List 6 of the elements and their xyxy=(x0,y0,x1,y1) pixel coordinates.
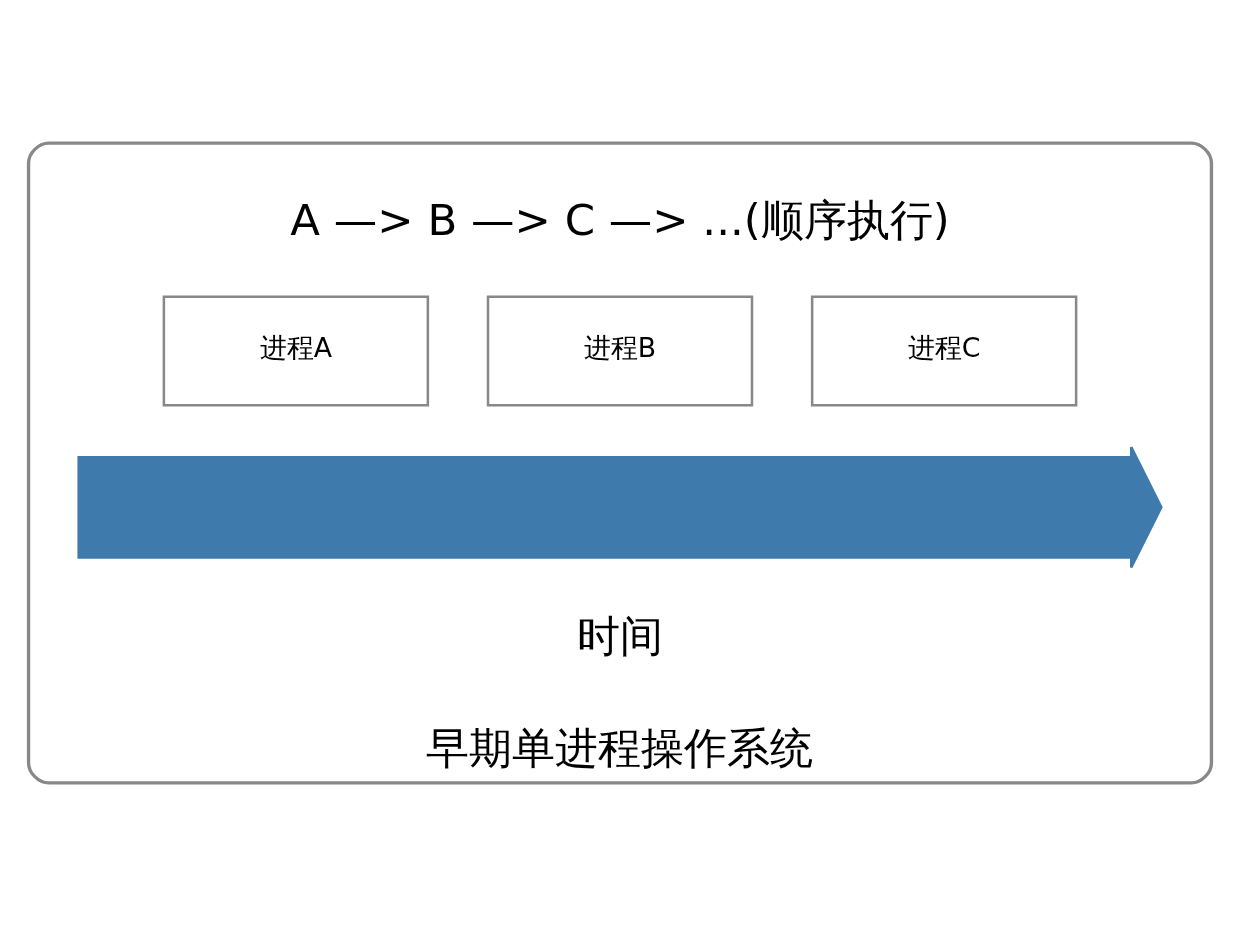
node-box: 进程B xyxy=(486,295,754,407)
label: A —> B —> C —> ...(顺序执行) xyxy=(290,194,950,245)
node-box: 进程C xyxy=(810,295,1078,407)
label: 时间 xyxy=(577,610,663,661)
node-box: 进程A xyxy=(162,295,430,407)
node-arrow xyxy=(77,445,1163,569)
